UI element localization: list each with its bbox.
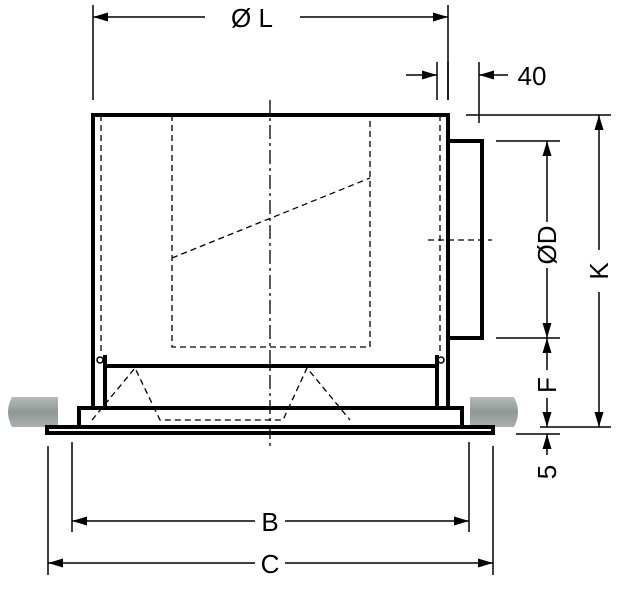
dimension-C: C: [47, 446, 494, 579]
dimension-K: K: [466, 114, 614, 428]
hinge-left: [96, 356, 104, 364]
label-D: ØD: [532, 226, 562, 265]
hinge-right: [437, 356, 445, 364]
label-5: 5: [532, 465, 562, 479]
label-B: B: [261, 507, 278, 537]
label-K: K: [584, 262, 614, 280]
dimension-F: F: [532, 338, 562, 427]
ceiling-block-left: [8, 397, 58, 427]
label-L: Ø L: [231, 3, 273, 33]
label-F: F: [532, 377, 562, 393]
ceiling-block-right: [470, 397, 518, 427]
label-C: C: [261, 549, 280, 579]
dimension-D: ØD: [496, 140, 562, 339]
dimension-B: B: [71, 442, 470, 537]
dimension-40: 40: [406, 61, 546, 123]
dimension-L: Ø L: [92, 3, 449, 100]
dimension-5: 5: [516, 433, 562, 479]
label-40: 40: [518, 61, 547, 91]
unit-body: [45, 100, 495, 450]
